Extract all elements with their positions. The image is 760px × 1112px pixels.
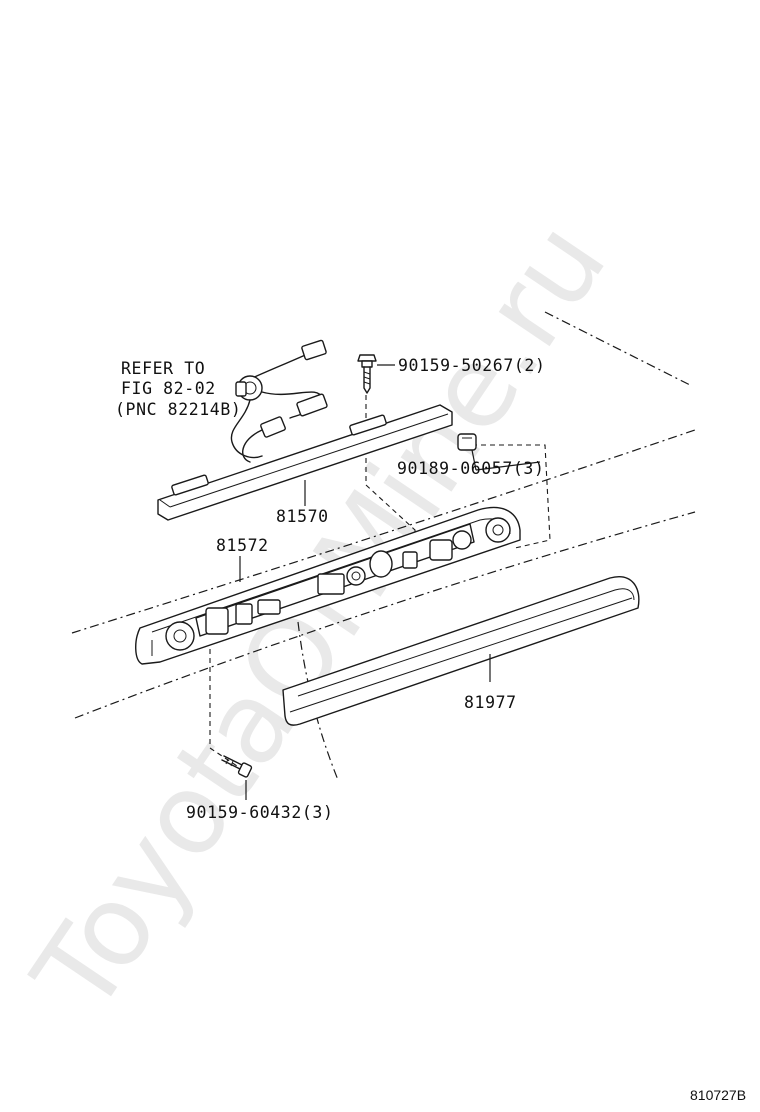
label-cover: 81977	[464, 693, 517, 712]
label-clip: 90189-06057(3)	[397, 459, 544, 478]
cover-garnish	[282, 576, 640, 726]
figure-code: 810727B	[690, 1087, 746, 1103]
clip	[457, 433, 477, 451]
label-lamp-housing: 81572	[216, 536, 269, 555]
callout-labels: REFER TO FIG 82-02 (PNC 82214B) 90159-50…	[115, 356, 545, 822]
label-screw-bottom: 90159-60432(3)	[186, 803, 333, 822]
wire-harness	[230, 339, 328, 463]
label-screw-top: 90159-50267(2)	[398, 356, 545, 375]
refer-line-3: (PNC 82214B)	[115, 400, 241, 419]
lamp-assembly	[157, 404, 453, 521]
label-lamp-assembly: 81570	[276, 507, 329, 526]
refer-line-1: REFER TO	[121, 359, 205, 378]
screw-bottom	[221, 755, 253, 778]
leader-lines	[239, 364, 541, 800]
lamp-housing	[135, 506, 521, 665]
screw-top	[357, 354, 377, 394]
refer-line-2: FIG 82-02	[121, 379, 216, 398]
